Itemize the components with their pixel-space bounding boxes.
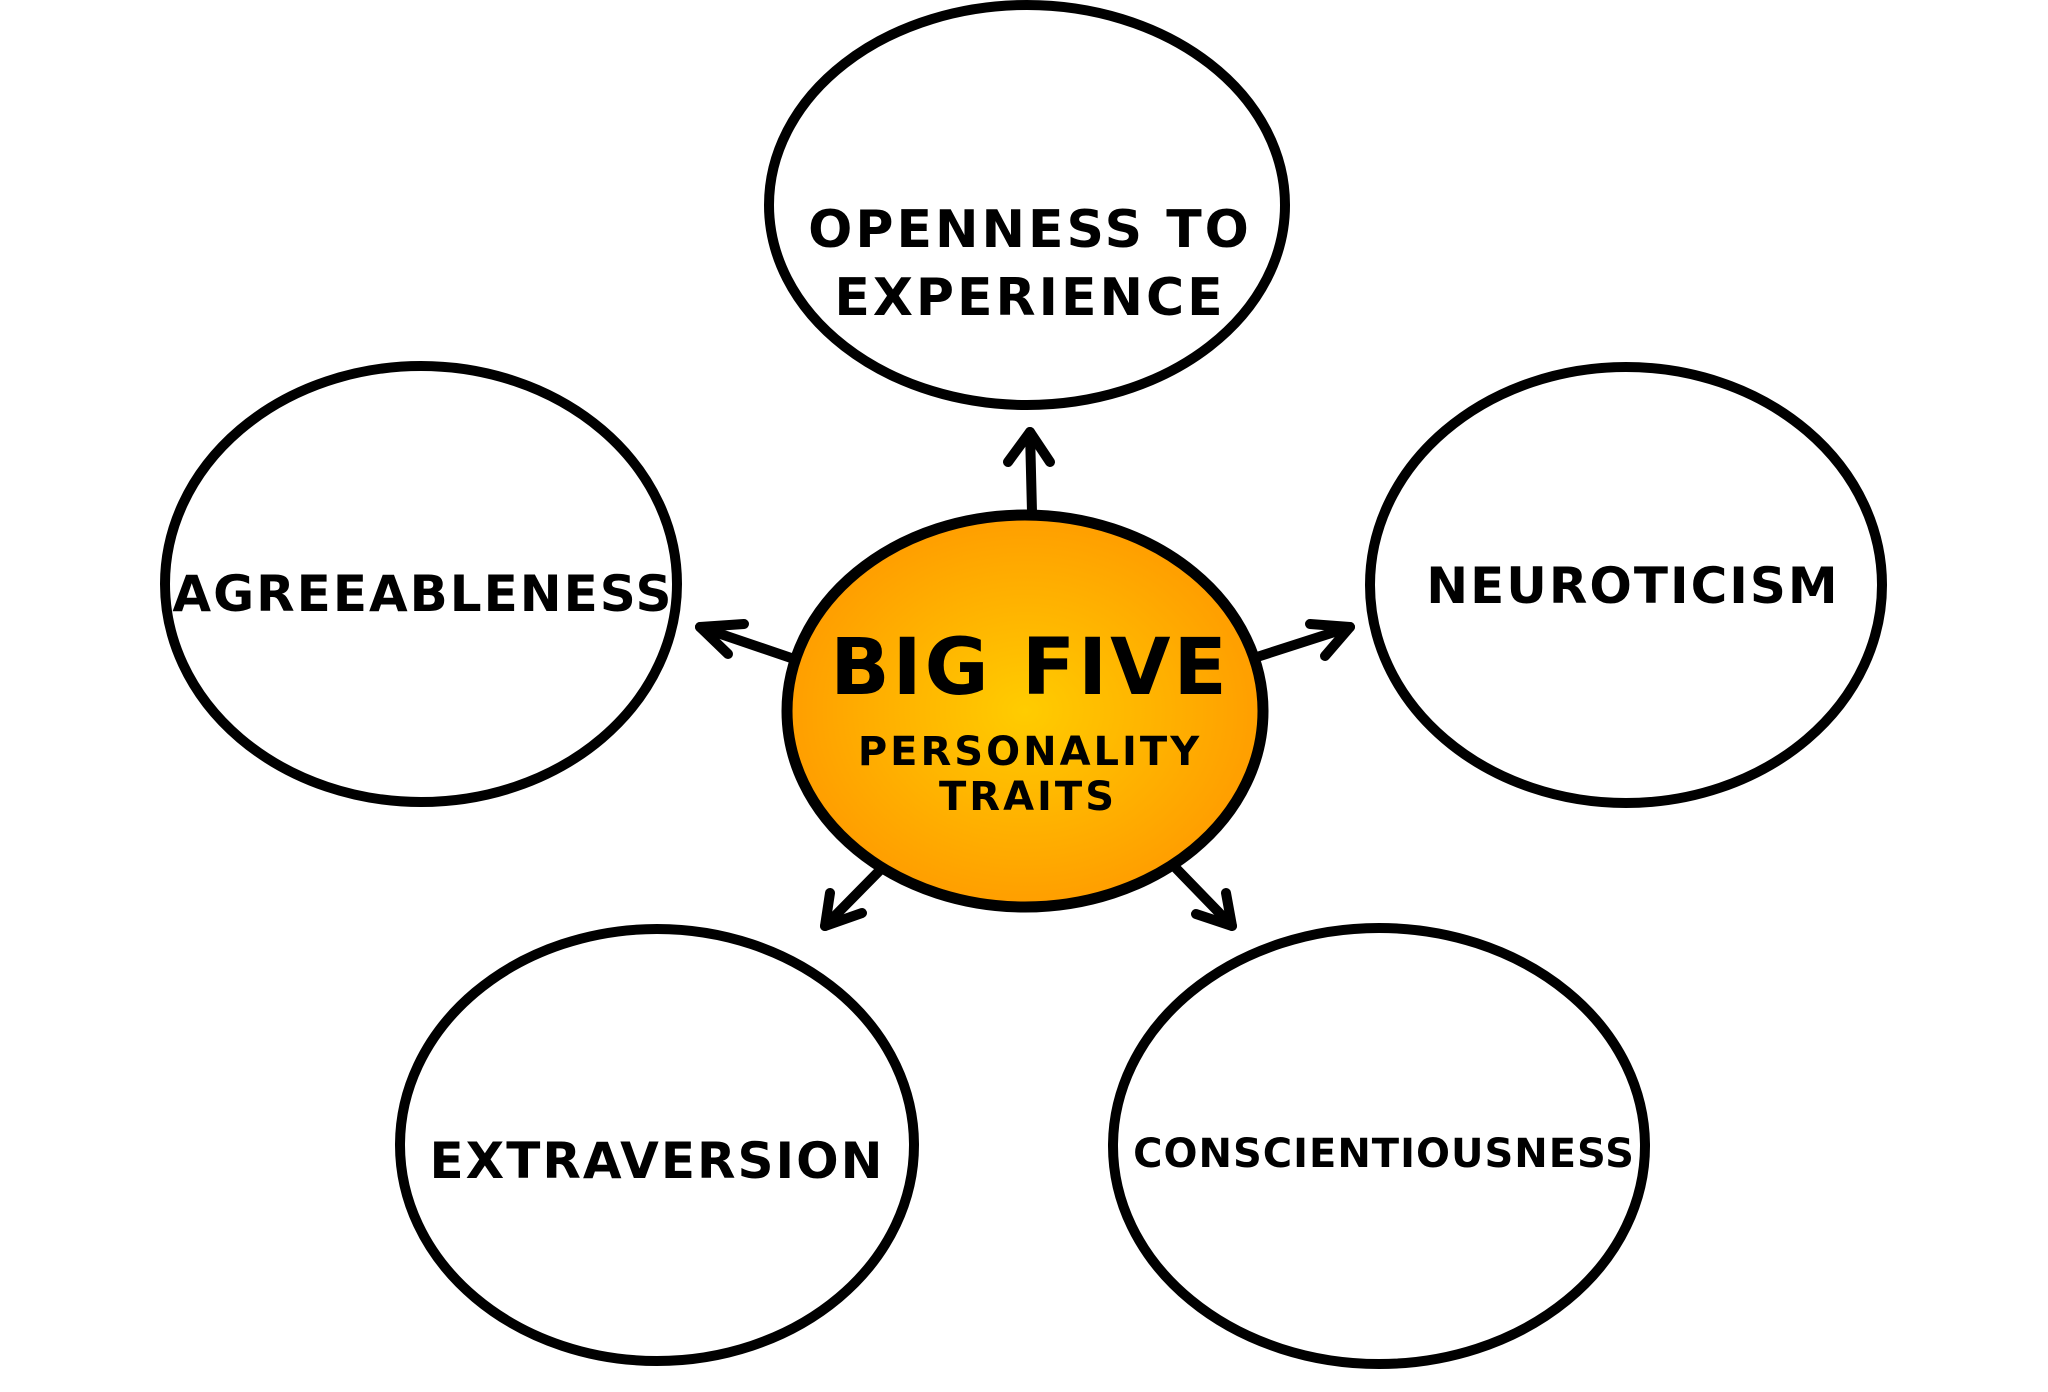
- node-openness: Openness to Experience: [764, 0, 1290, 410]
- node-agreeableness: Agreeableness: [160, 361, 682, 807]
- arrow-to-conscientiousness: [1163, 855, 1237, 931]
- node-openness-label-line2: Experience: [834, 268, 1225, 328]
- node-extraversion-label: Extraversion: [430, 1132, 885, 1190]
- node-extraversion: Extraversion: [395, 924, 919, 1366]
- center-subtitle-line1: Personality: [858, 729, 1202, 775]
- arrow-to-neuroticism: [1252, 619, 1355, 662]
- node-neuroticism: Neuroticism: [1365, 362, 1887, 808]
- node-conscientiousness-outline: [1108, 923, 1650, 1369]
- node-conscientiousness: Conscientiousness: [1108, 923, 1650, 1369]
- arrow-to-openness: [1003, 427, 1055, 517]
- node-openness-outline: [764, 0, 1290, 410]
- arrow-to-agreeableness: [695, 619, 802, 665]
- node-extraversion-outline: [395, 924, 919, 1366]
- node-openness-label-line1: Openness to: [808, 200, 1252, 260]
- center-node: Big Five Personality Traits: [781, 509, 1269, 913]
- node-neuroticism-outline: [1365, 362, 1887, 808]
- center-title: Big Five: [830, 623, 1230, 713]
- center-node-outline: [781, 509, 1269, 913]
- node-conscientiousness-label: Conscientiousness: [1133, 1131, 1635, 1177]
- node-agreeableness-outline: [160, 361, 682, 807]
- node-agreeableness-label: Agreeableness: [172, 565, 673, 623]
- center-subtitle-line2: Traits: [939, 774, 1117, 820]
- node-neuroticism-label: Neuroticism: [1426, 557, 1839, 615]
- arrow-to-extraversion: [820, 857, 893, 931]
